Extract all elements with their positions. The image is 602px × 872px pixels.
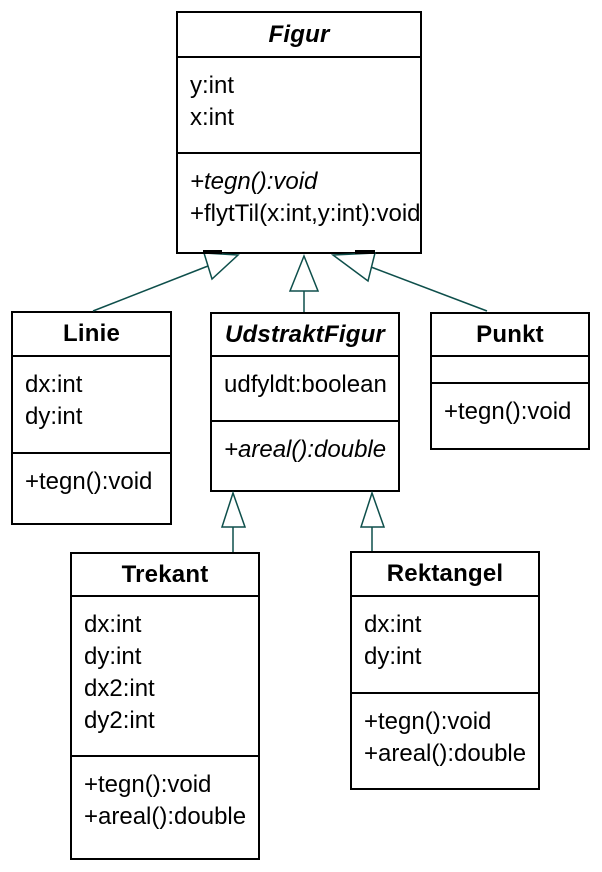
attribute: y:int	[190, 72, 235, 99]
class-box-punkt: Punkt +tegn():void	[430, 312, 590, 450]
method: +flytTil(x:int,y:int):void	[190, 200, 421, 227]
attribute: dx2:int	[84, 675, 155, 702]
attribute: dx:int	[25, 371, 83, 398]
class-title: Linie	[13, 313, 170, 357]
attribute: dy2:int	[84, 707, 155, 734]
class-title: Punkt	[432, 314, 588, 357]
generalization-arrowhead-trekant-udstraktfigur	[220, 490, 247, 528]
attributes-compartment: dx:int dy:int	[13, 357, 170, 454]
methods-compartment: +areal():double	[212, 422, 398, 466]
methods-compartment: +tegn():void +areal():double	[72, 757, 258, 833]
method: +areal():double	[224, 436, 387, 463]
class-title: UdstraktFigur	[212, 314, 398, 357]
class-box-figur: Figur y:int x:int +tegn():void +flytTil(…	[176, 11, 422, 254]
generalization-arrowhead-linie-figur	[202, 252, 240, 281]
class-title: Trekant	[72, 554, 258, 597]
attribute: dy:int	[25, 403, 83, 430]
method: +tegn():void	[190, 168, 318, 195]
methods-compartment: +tegn():void +flytTil(x:int,y:int):void	[178, 154, 421, 230]
class-title: Figur	[178, 13, 420, 58]
method: +areal():double	[364, 740, 527, 767]
attributes-compartment: dx:int dy:int dx2:int dy2:int	[72, 597, 258, 757]
methods-compartment: +tegn():void	[432, 384, 588, 428]
attributes-compartment: udfyldt:boolean	[212, 357, 398, 422]
class-box-linie: Linie dx:int dy:int +tegn():void	[11, 311, 172, 525]
class-box-udstraktfigur: UdstraktFigur udfyldt:boolean +areal():d…	[210, 312, 400, 492]
attributes-compartment: y:int x:int	[178, 58, 420, 154]
class-title: Rektangel	[352, 553, 538, 597]
attribute: dy:int	[364, 643, 422, 670]
attributes-compartment: dx:int dy:int	[352, 597, 538, 694]
attributes-compartment	[432, 357, 588, 384]
method: +tegn():void	[364, 708, 492, 735]
method: +areal():double	[84, 803, 247, 830]
generalization-line-linie-figur	[92, 265, 209, 312]
methods-compartment: +tegn():void +areal():double	[352, 694, 538, 770]
attribute: x:int	[190, 104, 235, 131]
attribute: udfyldt:boolean	[224, 371, 387, 398]
method: +tegn():void	[444, 398, 572, 425]
attribute: dx:int	[84, 611, 142, 638]
method: +tegn():void	[84, 771, 212, 798]
generalization-arrowhead-udstraktfigur-figur	[288, 253, 320, 292]
methods-compartment: +tegn():void	[13, 454, 170, 498]
generalization-line-punkt-figur	[370, 266, 488, 312]
generalization-arrowhead-punkt-figur	[330, 252, 376, 283]
attribute: dy:int	[84, 643, 142, 670]
class-box-rektangel: Rektangel dx:int dy:int +tegn():void +ar…	[350, 551, 540, 790]
attribute: dx:int	[364, 611, 422, 638]
method: +tegn():void	[25, 468, 153, 495]
generalization-arrowhead-rektangel-udstraktfigur	[359, 490, 386, 528]
class-box-trekant: Trekant dx:int dy:int dx2:int dy2:int +t…	[70, 552, 260, 860]
